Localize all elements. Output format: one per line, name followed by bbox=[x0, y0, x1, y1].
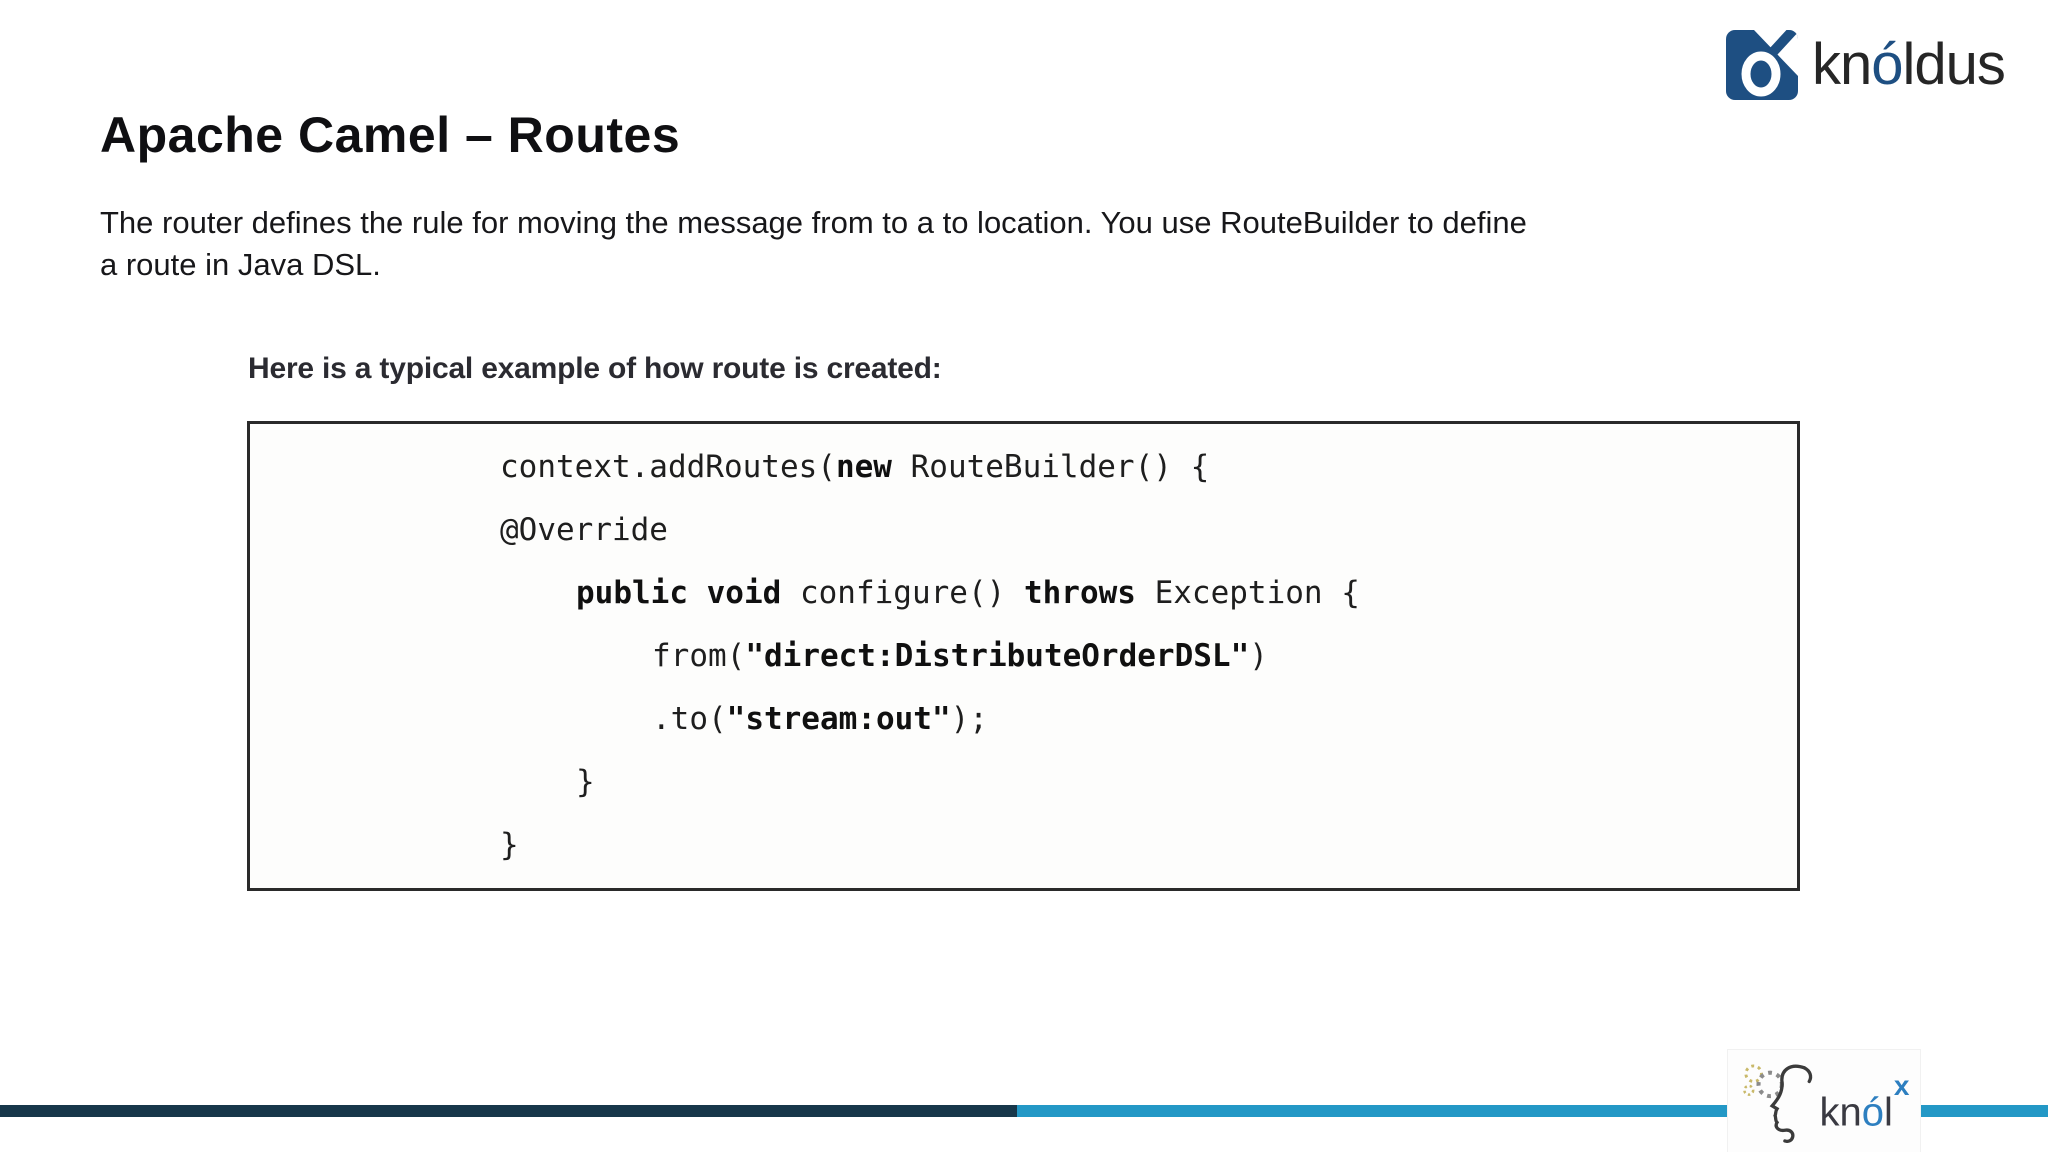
code-line: } bbox=[500, 827, 519, 863]
knoldus-word-pre: kn bbox=[1812, 32, 1872, 97]
code-line: @Override bbox=[500, 512, 668, 548]
knolx-x-superscript: x bbox=[1893, 1069, 1910, 1101]
code-line: public void configure() throws Exception… bbox=[576, 575, 1360, 611]
head-profile-icon bbox=[1742, 1064, 1812, 1143]
knolx-word-pre: kn bbox=[1819, 1090, 1862, 1135]
code-line: .to("stream:out"); bbox=[652, 701, 988, 737]
page-title: Apache Camel – Routes bbox=[100, 106, 681, 163]
footer-bar-dark bbox=[0, 1105, 1017, 1117]
code-block: context.addRoutes(new RouteBuilder() { @O… bbox=[247, 421, 1800, 891]
knolx-word-post: l bbox=[1884, 1090, 1893, 1135]
example-caption: Here is a typical example of how route i… bbox=[248, 352, 942, 385]
code-line: from("direct:DistributeOrderDSL") bbox=[652, 638, 1268, 674]
intro-paragraph: The router defines the rule for moving t… bbox=[100, 202, 1527, 286]
gear-dots-icon bbox=[1742, 1064, 1784, 1099]
knolx-wordmark: knólx bbox=[1819, 1070, 1910, 1135]
knoldus-word-accent: ó bbox=[1871, 32, 1903, 97]
knoldus-logo: knóldus bbox=[1726, 29, 2006, 101]
knoldus-word-post: ldus bbox=[1902, 32, 2006, 97]
knolx-word-accent: ó bbox=[1861, 1090, 1885, 1135]
intro-line-2: a route in Java DSL. bbox=[100, 247, 381, 282]
knoldus-o-icon bbox=[1726, 30, 1798, 100]
intro-line-1: The router defines the rule for moving t… bbox=[100, 205, 1527, 240]
code-line: } bbox=[576, 764, 595, 800]
knoldus-wordmark: knóldus bbox=[1812, 29, 2006, 101]
code-line: context.addRoutes(new RouteBuilder() { bbox=[500, 449, 1210, 485]
knolx-logo: knólx bbox=[1728, 1050, 1920, 1152]
